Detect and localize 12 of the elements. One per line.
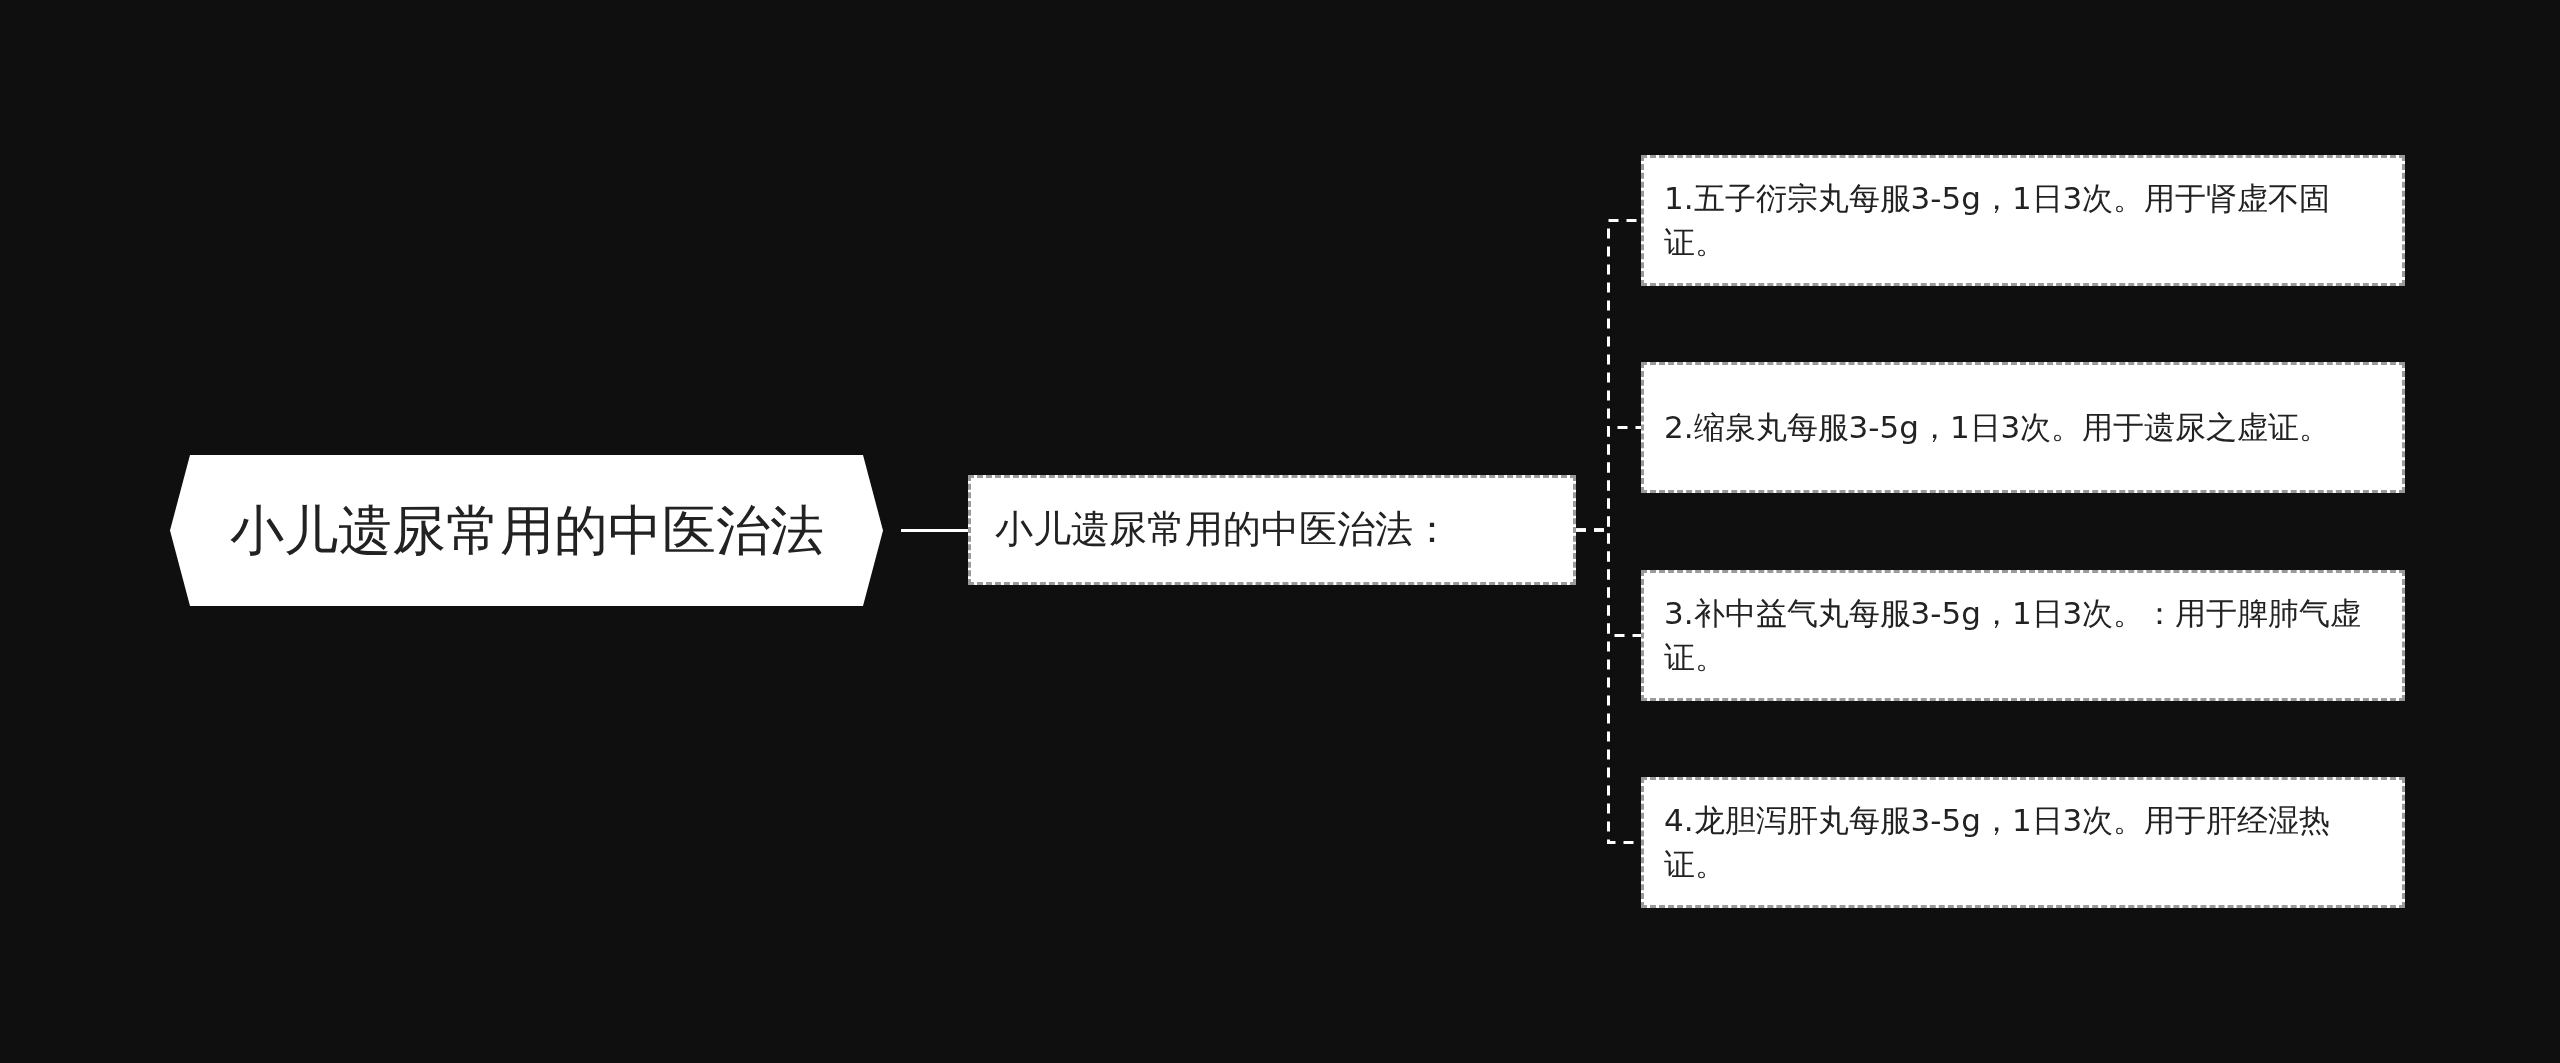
remedy-text: 1.五子衍宗丸每服3-5g，1日3次。用于肾虚不固证。 <box>1664 179 2332 262</box>
remedy-text: 3.补中益气丸每服3-5g，1日3次。：用于脾肺气虚证。 <box>1664 594 2363 677</box>
connector-line <box>901 529 968 532</box>
remedy-text: 2.缩泉丸每服3-5g，1日3次。用于遗尿之虚证。 <box>1664 407 2331 447</box>
remedy-box <box>1641 570 2405 701</box>
subtopic-text: 小儿遗尿常用的中医治法： <box>995 506 1451 554</box>
subtopic-box <box>968 475 1576 585</box>
remedy-box <box>1641 362 2405 493</box>
remedy-text: 4.龙胆泻肝丸每服3-5g，1日3次。用于肝经湿热证。 <box>1664 801 2332 884</box>
topic-text: 小儿遗尿常用的中医治法 <box>229 497 824 564</box>
remedy-box <box>1641 777 2405 908</box>
remedy-box <box>1641 155 2405 286</box>
